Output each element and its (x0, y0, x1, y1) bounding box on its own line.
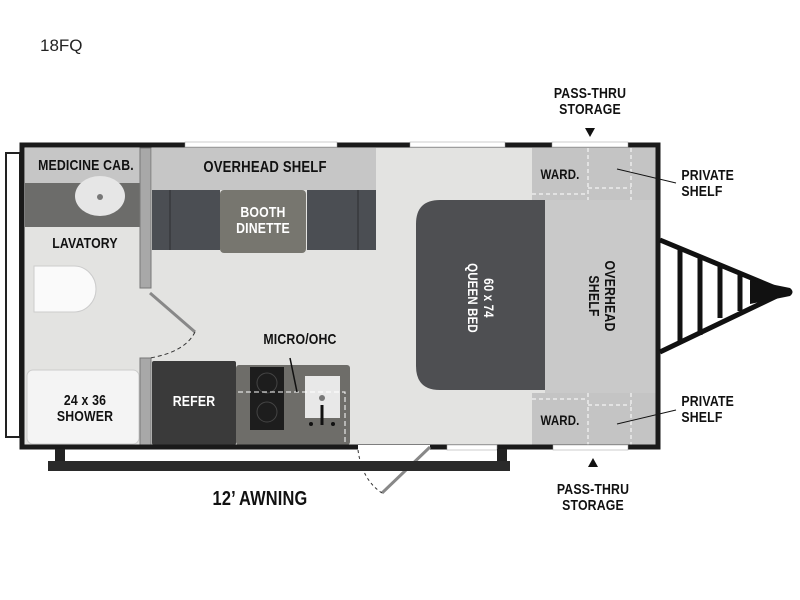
pass-thru-bottom-line1: PASS-THRU (556, 481, 630, 498)
shower-text: SHOWER (56, 408, 114, 425)
awning-bar (48, 461, 510, 471)
awning-label: 12’ AWNING (212, 488, 308, 510)
awning-post-right (497, 449, 507, 461)
stove-icon (250, 367, 284, 430)
private-shelf-top-line2: SHELF (681, 183, 723, 200)
queen-bed (416, 200, 545, 390)
toilet-icon (33, 265, 97, 313)
shower-pan (26, 369, 140, 445)
window-bed-bottom (446, 444, 498, 451)
wardrobe-bottom-label: WARD. (540, 412, 580, 428)
pass-thru-top-line2: STORAGE (559, 101, 621, 118)
booth-dinette-line1: BOOTH (240, 204, 286, 221)
booth-dinette-line2: DINETTE (236, 220, 290, 237)
overhead-shelf-front-label: OVERHEAD SHELF (585, 239, 618, 354)
medicine-cab-label: MEDICINE CAB. (38, 157, 134, 174)
private-shelf-top-line1: PRIVATE (681, 167, 735, 184)
window-ward-top (551, 141, 629, 148)
private-shelf-bottom-line1: PRIVATE (681, 393, 735, 410)
pass-thru-bottom-line2: STORAGE (562, 497, 624, 514)
pass-thru-top-label: PASS-THRU STORAGE (549, 86, 631, 118)
pass-thru-bottom-label: PASS-THRU STORAGE (552, 482, 634, 514)
private-shelf-pointer-top (616, 168, 677, 184)
overhead-front-line2: SHELF (585, 275, 602, 317)
overhead-front-line1: OVERHEAD (601, 260, 618, 332)
rear-bumper (5, 152, 21, 438)
private-shelf-bottom-label: PRIVATE SHELF (681, 394, 748, 426)
exterior-wall (19, 142, 661, 450)
bath-partition-upper (139, 147, 152, 289)
micro-ohc-outline (238, 391, 346, 445)
bath-door (149, 291, 196, 334)
dinette-seat-right (307, 190, 376, 250)
shower-size: 24 x 36 (63, 392, 107, 409)
overhead-shelf-top (152, 148, 376, 190)
entry-door-gap (358, 445, 430, 450)
hitch-coupler (750, 280, 793, 304)
bath-partition-lower (139, 357, 152, 446)
bed-size: 60 x 74 (481, 278, 497, 318)
private-shelf-bottom-line2: SHELF (681, 409, 723, 426)
private-shelf-pointer-bottom (616, 409, 677, 425)
overhead-shelf-front (545, 200, 657, 393)
window-bed-top (409, 141, 506, 148)
sink-drain-icon (97, 194, 103, 200)
refer-label: REFER (172, 393, 216, 410)
lavatory-label: LAVATORY (52, 235, 118, 252)
model-title: 18FQ (40, 36, 83, 55)
window-dinette (184, 141, 338, 148)
refrigerator (152, 361, 236, 445)
booth-dinette-label: BOOTH DINETTE (228, 205, 299, 237)
micro-ohc-label: MICRO/OHC (263, 331, 337, 348)
awning-post-left (55, 449, 65, 461)
pass-thru-arrow-up (588, 458, 598, 467)
door-swing-arc (149, 331, 196, 359)
shower-label: 24 x 36 SHOWER (40, 393, 130, 425)
pass-thru-top-line1: PASS-THRU (553, 85, 627, 102)
dinette-seat-left (152, 190, 220, 250)
micro-pointer (289, 357, 298, 393)
dinette-table (220, 190, 306, 253)
wardrobe-top-label: WARD. (540, 166, 580, 182)
queen-bed-label: 60 x 74 QUEEN BED (465, 241, 497, 356)
pass-thru-arrow-down (585, 128, 595, 137)
overhead-shelf-label: OVERHEAD SHELF (203, 159, 327, 176)
window-ward-bottom (552, 444, 629, 451)
medicine-cabinet (25, 148, 140, 183)
private-shelf-top-label: PRIVATE SHELF (681, 168, 748, 200)
bed-type: QUEEN BED (465, 263, 481, 333)
